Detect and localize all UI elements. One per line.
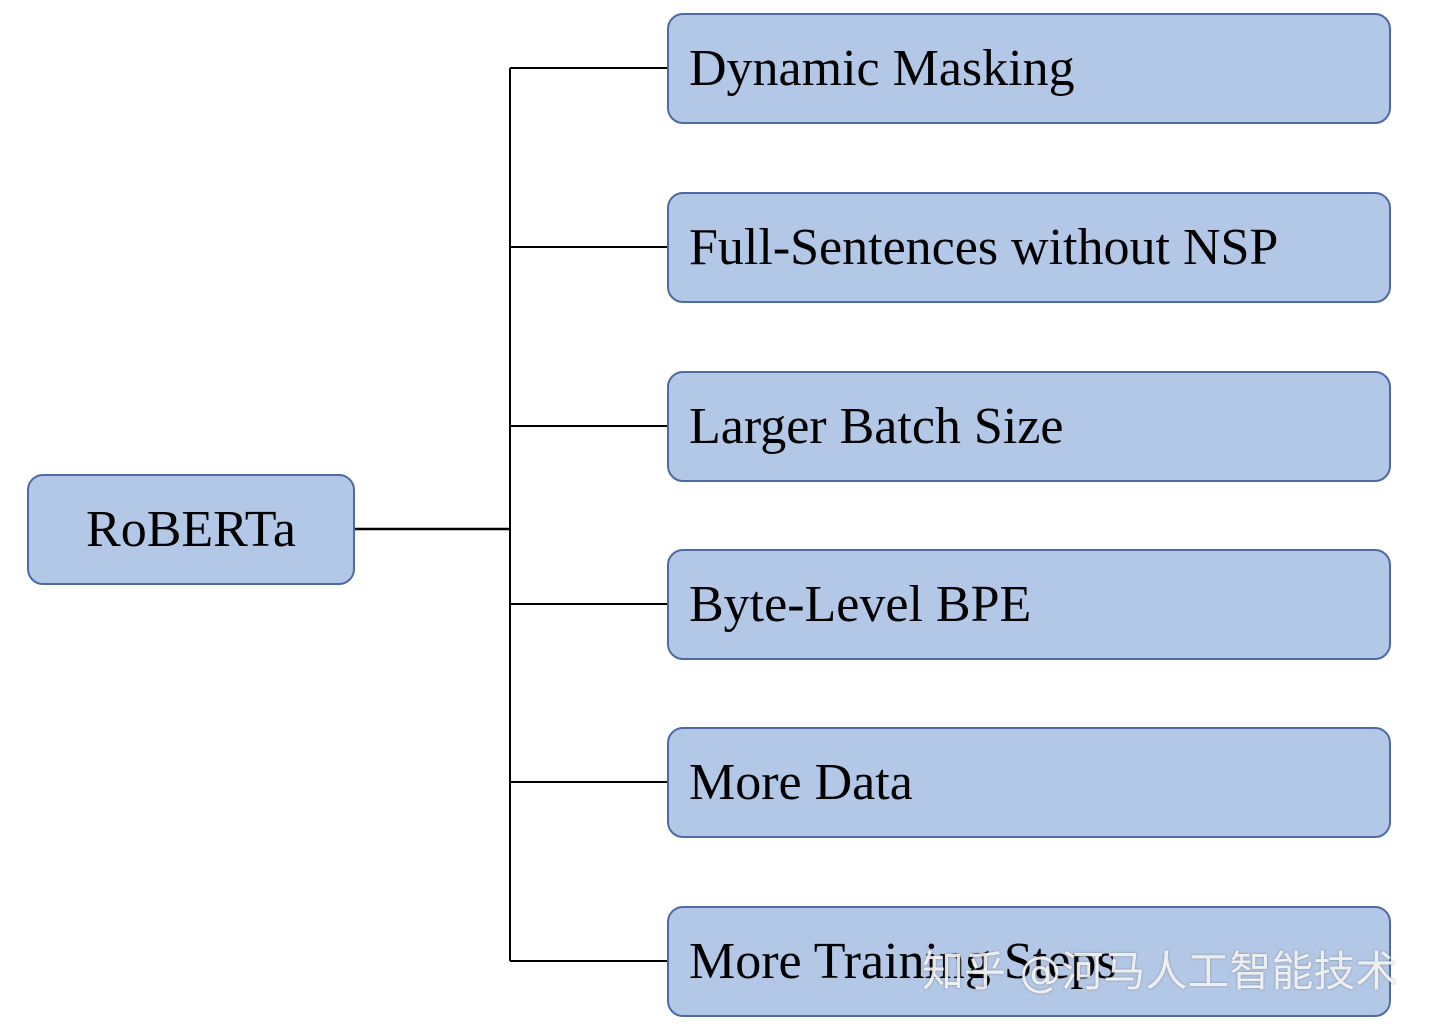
watermark: 知乎 @河马人工智能技术 <box>922 947 1398 996</box>
child-node-more-data: More Data <box>667 727 1391 838</box>
child-node-label: More Data <box>689 754 913 811</box>
child-node-label: Byte-Level BPE <box>689 576 1032 633</box>
child-node-dynamic-masking: Dynamic Masking <box>667 13 1391 124</box>
root-node-label: RoBERTa <box>86 501 296 558</box>
child-node-full-sentences: Full-Sentences without NSP <box>667 192 1391 303</box>
child-node-label: Dynamic Masking <box>689 40 1075 97</box>
root-node: RoBERTa <box>27 474 355 585</box>
child-node-label: More Training Steps <box>689 933 1117 990</box>
child-node-byte-level-bpe: Byte-Level BPE <box>667 549 1391 660</box>
child-node-label: Larger Batch Size <box>689 398 1064 455</box>
child-node-label: Full-Sentences without NSP <box>689 219 1279 276</box>
child-node-more-training-steps: More Training Steps <box>667 906 1391 1017</box>
child-node-larger-batch-size: Larger Batch Size <box>667 371 1391 482</box>
